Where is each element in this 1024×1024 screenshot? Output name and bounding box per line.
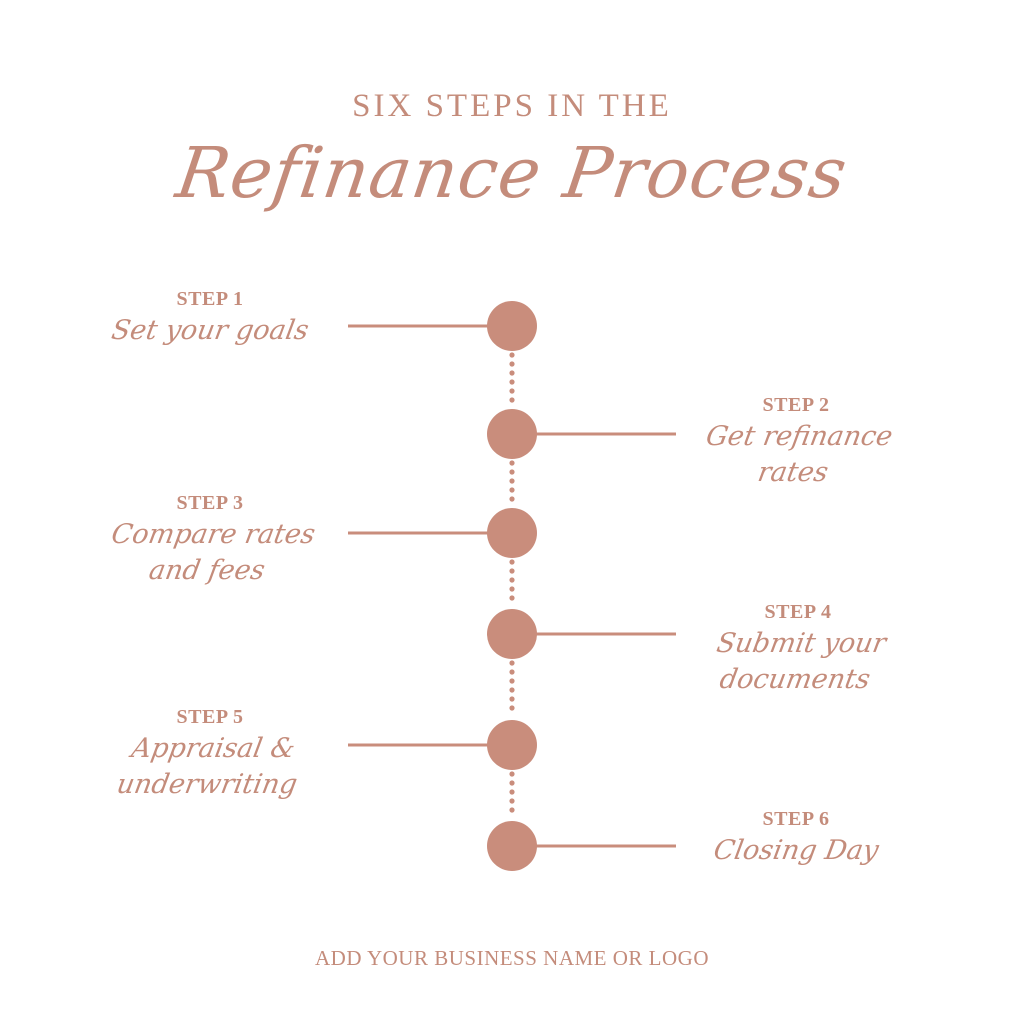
- timeline-nodes: [487, 301, 537, 871]
- step-1-label: STEP 1: [176, 288, 244, 310]
- connector-dot: [509, 789, 515, 795]
- title-kicker: SIX STEPS IN THE: [352, 88, 672, 124]
- step-3-description: Compare rates and fees: [109, 519, 318, 587]
- connector-dot: [509, 559, 515, 565]
- timeline-branches: [348, 324, 676, 848]
- step-2-description: Get refinance rates: [703, 421, 895, 489]
- connector-dot: [509, 496, 515, 502]
- step-5-label: STEP 5: [176, 706, 244, 728]
- step-3: STEP 3 Compare rates and fees: [82, 492, 338, 590]
- connector-dot: [509, 577, 515, 583]
- step-4-node: [487, 609, 537, 659]
- connector-dot: [509, 352, 515, 358]
- step-2-node: [487, 409, 537, 459]
- step-6-label: STEP 6: [762, 808, 830, 830]
- step-5-description: Appraisal & underwriting: [114, 733, 300, 801]
- step-5: STEP 5 Appraisal & underwriting: [82, 706, 338, 804]
- step-6-node: [487, 821, 537, 871]
- connector-dot: [509, 780, 515, 786]
- step-6-description: Closing Day: [711, 835, 882, 866]
- connector-dot: [509, 705, 515, 711]
- step-4: STEP 4 Submit your documents: [666, 601, 930, 699]
- step-3-label: STEP 3: [176, 492, 244, 514]
- timeline-connector-dots: [509, 352, 515, 813]
- connector-dot: [509, 687, 515, 693]
- connector-dot: [509, 487, 515, 493]
- connector-dot: [509, 460, 515, 466]
- connector-dot: [509, 397, 515, 403]
- connector-dot: [509, 660, 515, 666]
- connector-dot: [509, 361, 515, 367]
- connector-dot: [509, 370, 515, 376]
- connector-dot: [509, 771, 515, 777]
- step-2: STEP 2 Get refinance rates: [666, 394, 926, 492]
- connector-dot: [509, 586, 515, 592]
- connector-dot: [509, 478, 515, 484]
- step-2-label: STEP 2: [762, 394, 830, 416]
- step-1: STEP 1 Set your goals: [80, 288, 340, 349]
- connector-dot: [509, 696, 515, 702]
- connector-dot: [509, 469, 515, 475]
- connector-dot: [509, 388, 515, 394]
- connector-dot: [509, 669, 515, 675]
- step-4-description: Submit your documents: [714, 628, 889, 696]
- connector-dot: [509, 595, 515, 601]
- step-4-label: STEP 4: [764, 601, 832, 623]
- connector-dot: [509, 568, 515, 574]
- connector-dot: [509, 379, 515, 385]
- step-1-node: [487, 301, 537, 351]
- step-6: STEP 6 Closing Day: [666, 808, 926, 869]
- connector-dot: [509, 678, 515, 684]
- step-3-node: [487, 508, 537, 558]
- step-1-description: Set your goals: [109, 315, 312, 346]
- footer-business-name: ADD YOUR BUSINESS NAME OR LOGO: [315, 946, 709, 970]
- connector-dot: [509, 798, 515, 804]
- connector-dot: [509, 807, 515, 813]
- step-5-node: [487, 720, 537, 770]
